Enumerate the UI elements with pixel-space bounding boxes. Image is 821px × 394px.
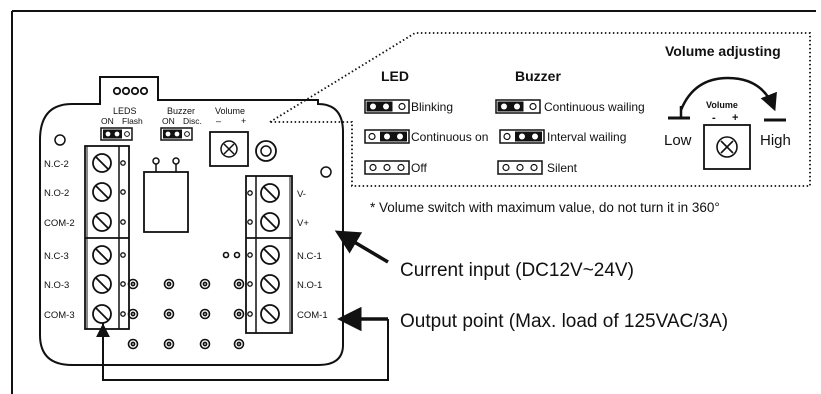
led-jumper[interactable] xyxy=(100,127,133,141)
volume-knob-plus: + xyxy=(732,112,738,124)
terminal-label-vminus: V- xyxy=(297,189,306,200)
legend-led-title: LED xyxy=(381,68,409,84)
led-continuous-jumper-icon xyxy=(364,129,410,144)
volume-knob-icon xyxy=(703,124,751,170)
buzzer-mode-continuous-wailing: Continuous wailing xyxy=(544,100,645,114)
right-terminal-screws[interactable] xyxy=(260,183,280,324)
com-wiring-loop xyxy=(102,319,389,381)
terminal-label-com2: COM-2 xyxy=(44,218,75,229)
left-terminal-pins xyxy=(120,160,126,317)
legend-dotted-border xyxy=(266,32,811,187)
leds-flash-label: Flash xyxy=(122,116,143,126)
legend-panel: LED Buzzer Blinking Continuous on Off xyxy=(266,32,811,187)
connector-pins xyxy=(112,86,149,96)
terminal-label-nc1: N.C-1 xyxy=(297,251,322,262)
led-off-jumper-icon xyxy=(364,160,410,175)
terminal-label-com3: COM-3 xyxy=(44,310,75,321)
buzzer-component xyxy=(255,140,277,162)
leds-on-label: ON xyxy=(101,116,114,126)
circuit-board: LEDS ON Flash Buzzer ON Disc. Volume – + xyxy=(39,76,344,366)
volume-knob-minus: - xyxy=(712,112,716,124)
volume-low-label: Low xyxy=(664,132,692,149)
right-terminal-pins xyxy=(247,190,253,317)
legend-buzzer-title: Buzzer xyxy=(515,68,561,84)
volume-minus-label: – xyxy=(216,116,221,126)
mounting-hole-right xyxy=(320,166,332,178)
leds-header-label: LEDS xyxy=(113,106,137,116)
terminal-label-vplus: V+ xyxy=(297,218,309,229)
left-terminal-screws[interactable] xyxy=(92,153,112,324)
volume-header-label: Volume xyxy=(215,106,245,116)
buzzer-disc-label: Disc. xyxy=(183,116,202,126)
current-input-arrow xyxy=(334,230,389,264)
buzzer-header-label: Buzzer xyxy=(167,106,195,116)
led-mode-off: Off xyxy=(411,161,427,175)
volume-rotation-arrow xyxy=(679,76,777,112)
terminal-label-no1: N.O-1 xyxy=(297,280,322,291)
buzzer-mode-silent: Silent xyxy=(547,161,578,175)
solder-pads xyxy=(127,251,245,350)
current-input-label: Current input (DC12V~24V) xyxy=(400,260,634,281)
buzzer-mode-interval-wailing: Interval wailing xyxy=(547,130,626,144)
relay-component xyxy=(143,157,189,233)
mounting-hole-left xyxy=(54,134,66,146)
buzzer-interval-jumper-icon xyxy=(499,129,545,144)
volume-potentiometer[interactable] xyxy=(209,131,249,167)
board-outline xyxy=(39,76,344,366)
led-blinking-jumper-icon xyxy=(364,99,410,114)
volume-plus-label: + xyxy=(241,116,246,126)
left-terminal-block xyxy=(84,145,130,330)
output-point-label: Output point (Max. load of 125VAC/3A) xyxy=(400,311,728,332)
volume-adjusting-title: Volume adjusting xyxy=(665,43,781,59)
buzzer-silent-jumper-icon xyxy=(497,160,543,175)
terminal-label-no2: N.O-2 xyxy=(44,188,69,199)
terminal-label-com1: COM-1 xyxy=(297,310,328,321)
terminal-label-nc3: N.C-3 xyxy=(44,251,69,262)
buzzer-on-label: ON xyxy=(162,116,175,126)
led-mode-blinking: Blinking xyxy=(411,100,453,114)
terminal-label-no3: N.O-3 xyxy=(44,280,69,291)
buzzer-continuous-jumper-icon xyxy=(495,99,541,114)
led-mode-continuous-on: Continuous on xyxy=(411,130,488,144)
buzzer-jumper[interactable] xyxy=(160,127,193,141)
volume-high-label: High xyxy=(760,132,791,149)
volume-warning-note: * Volume switch with maximum value, do n… xyxy=(370,200,720,215)
volume-knob-label: Volume xyxy=(706,100,738,110)
terminal-label-nc2: N.C-2 xyxy=(44,159,69,170)
